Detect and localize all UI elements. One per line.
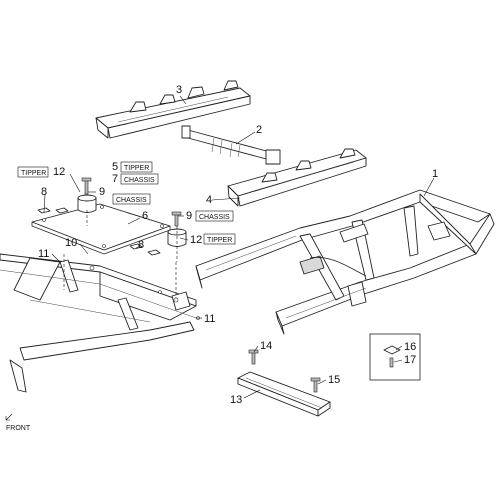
svg-text:CHASSIS: CHASSIS: [199, 214, 230, 221]
callout-10: 10: [65, 237, 77, 249]
part-5-bolt: [81, 177, 92, 195]
callout-6: 6: [142, 210, 148, 222]
lower-left-frame: [0, 253, 200, 393]
part-2-bracket: [181, 125, 281, 165]
tag-chassis-9: CHASSIS: [195, 210, 234, 222]
part-3-crossmember: [95, 80, 251, 139]
tag-tipper-left: TIPPER: [17, 166, 49, 178]
front-indicator: FRONT: [5, 413, 31, 432]
part-6-plate: [31, 203, 171, 255]
part-12-rubber-mount-upper: [77, 194, 97, 213]
tag-chassis-7: CHASSIS: [120, 173, 159, 185]
callout-14: 14: [260, 340, 272, 352]
callout-9a: 9: [99, 186, 105, 198]
part-4-crossmember: [227, 148, 367, 207]
callout-5: 5: [112, 161, 118, 173]
callout-11a: 11: [38, 248, 49, 260]
svg-text:TIPPER: TIPPER: [124, 165, 149, 172]
callout-15: 15: [328, 374, 340, 386]
front-arrow-icon: [5, 413, 13, 421]
tag-chassis-mid: CHASSIS: [112, 193, 151, 205]
callout-8b: 8: [138, 239, 144, 251]
front-label: FRONT: [6, 425, 31, 432]
callout-17: 17: [404, 354, 416, 366]
svg-text:CHASSIS: CHASSIS: [124, 177, 155, 184]
tag-tipper-12: TIPPER: [203, 233, 236, 245]
svg-text:TIPPER: TIPPER: [21, 170, 46, 177]
tag-tipper-5: TIPPER: [120, 161, 153, 173]
callout-1: 1: [432, 168, 438, 180]
part-15-screw: [310, 377, 321, 393]
svg-text:CHASSIS: CHASSIS: [116, 197, 147, 204]
inset-16-17: [369, 333, 421, 381]
callout-13: 13: [230, 394, 242, 406]
callout-7: 7: [112, 173, 118, 185]
callout-2: 2: [256, 124, 262, 136]
callout-11b: 11: [204, 313, 215, 325]
leader-lines: [43, 95, 435, 399]
callout-4: 4: [206, 194, 212, 206]
callout-12a: 12: [53, 166, 65, 178]
part-14-screw: [248, 349, 259, 365]
callout-3: 3: [176, 84, 182, 96]
part-1-chassis-frame: [195, 189, 495, 335]
svg-text:TIPPER: TIPPER: [207, 237, 232, 244]
callout-9b: 9: [186, 210, 192, 222]
callout-12b: 12: [190, 234, 202, 246]
part-9-bolt: [171, 211, 182, 227]
callout-8: 8: [41, 186, 47, 198]
part-8-pads: [37, 207, 161, 256]
callout-16: 16: [404, 341, 416, 353]
part-13-skid-bar: [237, 371, 331, 417]
